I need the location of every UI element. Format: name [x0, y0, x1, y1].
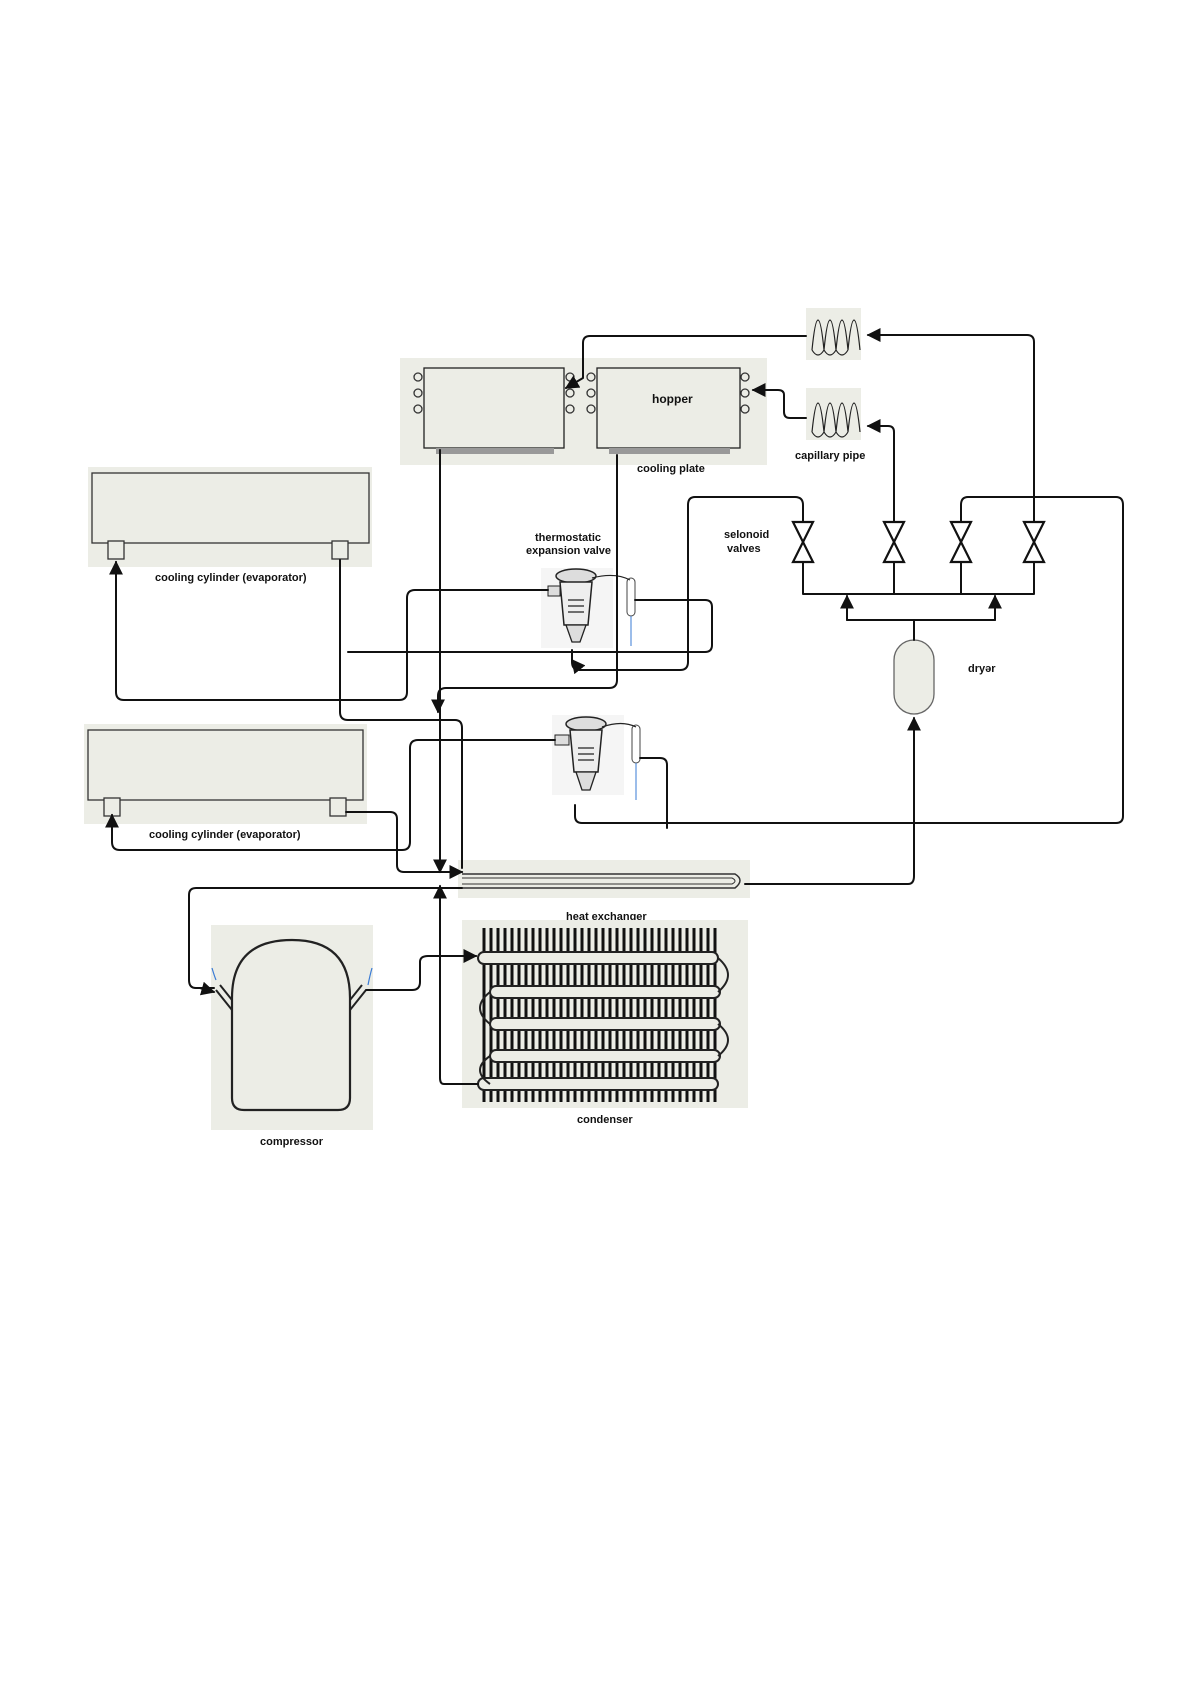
compressor: [211, 925, 373, 1130]
cooling-cylinder-2-label: cooling cylinder (evaporator): [149, 829, 301, 841]
thermostatic-label-line2: expansion valve: [526, 545, 611, 557]
dryer-label: dryər: [968, 663, 996, 675]
capillary-pipe-label: capillary pipe: [795, 450, 865, 462]
cooling-plate-label: cooling plate: [637, 463, 705, 475]
hopper-label: hopper: [652, 392, 693, 406]
expansion-valve-2: [552, 715, 640, 800]
solenoid-valve-4: [1024, 522, 1044, 562]
condenser-label: condenser: [577, 1114, 633, 1126]
solenoid-label-line2: valves: [727, 543, 761, 555]
solenoid-label-line1: selonoid: [724, 529, 769, 541]
compressor-label: compressor: [260, 1136, 324, 1148]
capillary-pipe-bottom: [806, 388, 861, 440]
solenoid-valve-1: [793, 522, 813, 562]
heat-exchanger: [458, 860, 750, 898]
expansion-valve-1: [541, 568, 635, 648]
cooling-cylinder-1-label: cooling cylinder (evaporator): [155, 572, 307, 584]
solenoid-valve-2: [884, 522, 904, 562]
cooling-cylinder-1: [88, 467, 372, 567]
dryer: [894, 640, 934, 714]
cooling-cylinder-2: [84, 724, 367, 824]
capillary-pipe-top: [806, 308, 861, 360]
condenser: [462, 920, 748, 1108]
solenoid-valve-3: [951, 522, 971, 562]
thermostatic-label-line1: thermostatic: [535, 532, 601, 544]
